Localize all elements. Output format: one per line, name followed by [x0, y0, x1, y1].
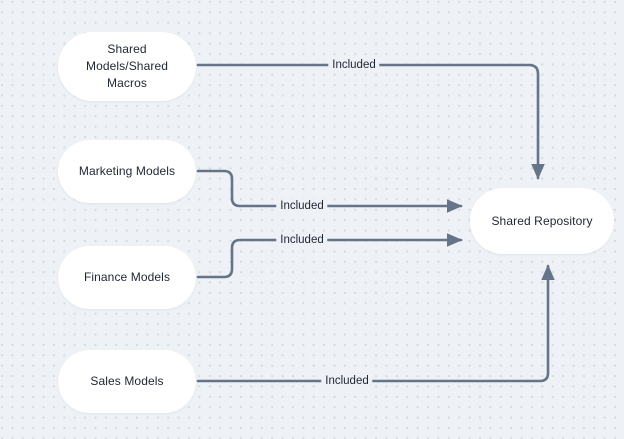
edge-label-finance-models: Included: [276, 233, 328, 247]
node-shared-repository-label: Shared Repository: [491, 213, 593, 228]
edge-label-shared-models: Included: [328, 58, 380, 72]
node-marketing-models[interactable]: Marketing Models: [58, 140, 196, 203]
node-shared-repository[interactable]: Shared Repository: [470, 188, 614, 254]
node-shared-models[interactable]: Shared Models/Shared Macros: [58, 32, 196, 101]
node-sales-models[interactable]: Sales Models: [58, 350, 196, 413]
node-finance-models[interactable]: Finance Models: [58, 246, 196, 309]
edge-shared-models-to-repository: [196, 63, 545, 180]
edge-sales-models-to-repository: [196, 264, 555, 383]
edge-label-marketing-models: Included: [276, 199, 328, 213]
node-marketing-models-label: Marketing Models: [78, 164, 176, 178]
edge-label-sales-models: Included: [321, 374, 373, 388]
node-finance-models-label: Finance Models: [83, 270, 171, 284]
node-shared-models-label: Shared Models/Shared Macros: [85, 42, 168, 90]
node-sales-models-label: Sales Models: [90, 374, 164, 388]
edge-finance-models-to-repository: [196, 233, 463, 279]
edge-marketing-models-to-repository: [196, 169, 463, 213]
